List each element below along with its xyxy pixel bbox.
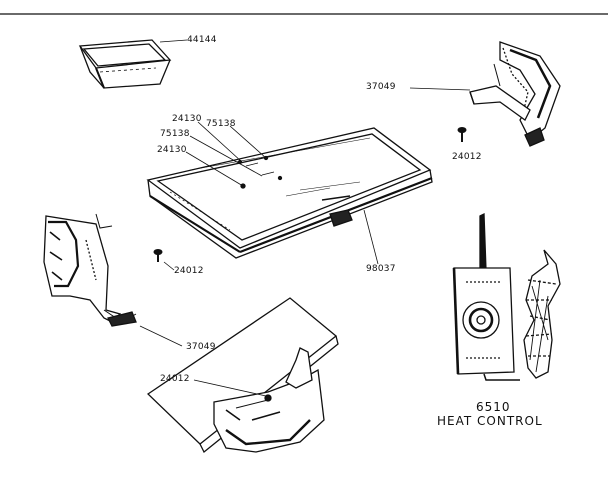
- label-grid-a: 24130: [172, 114, 202, 124]
- leader-grill-base: [363, 209, 379, 265]
- loaf-pan-part: [78, 39, 172, 89]
- leader-leg-top-right: [409, 87, 471, 91]
- screw-left-part: [153, 249, 163, 262]
- label-grid-b: 75138: [206, 119, 236, 129]
- label-leg-left: 37049: [186, 342, 216, 352]
- label-screw-top-right: 24012: [452, 152, 482, 162]
- leader-screw-bottom: [193, 379, 267, 397]
- label-leg-top-right: 37049: [366, 82, 396, 92]
- label-screw-left: 24012: [174, 266, 204, 276]
- leg-left-part: [43, 213, 137, 327]
- leg-top-right-part: [469, 41, 561, 147]
- screw-top-right-part: [457, 127, 467, 142]
- leg-bottom-part: [146, 297, 339, 454]
- label-screw-bottom: 24012: [160, 374, 190, 384]
- label-loaf-pan: 44144: [187, 35, 217, 45]
- label-grid-d: 24130: [157, 145, 187, 155]
- label-grill-base: 98037: [366, 264, 396, 274]
- label-grid-c: 75138: [160, 129, 190, 139]
- label-control-number: 6510: [476, 400, 511, 414]
- leader-loaf-pan: [159, 39, 188, 43]
- grill-base-part: [146, 127, 433, 259]
- label-control-name: HEAT CONTROL: [437, 414, 543, 428]
- leader-leg-left: [139, 325, 183, 347]
- grid-leaders: [185, 121, 267, 187]
- leader-screw-left: [163, 261, 175, 271]
- heat-control-part: [452, 212, 561, 381]
